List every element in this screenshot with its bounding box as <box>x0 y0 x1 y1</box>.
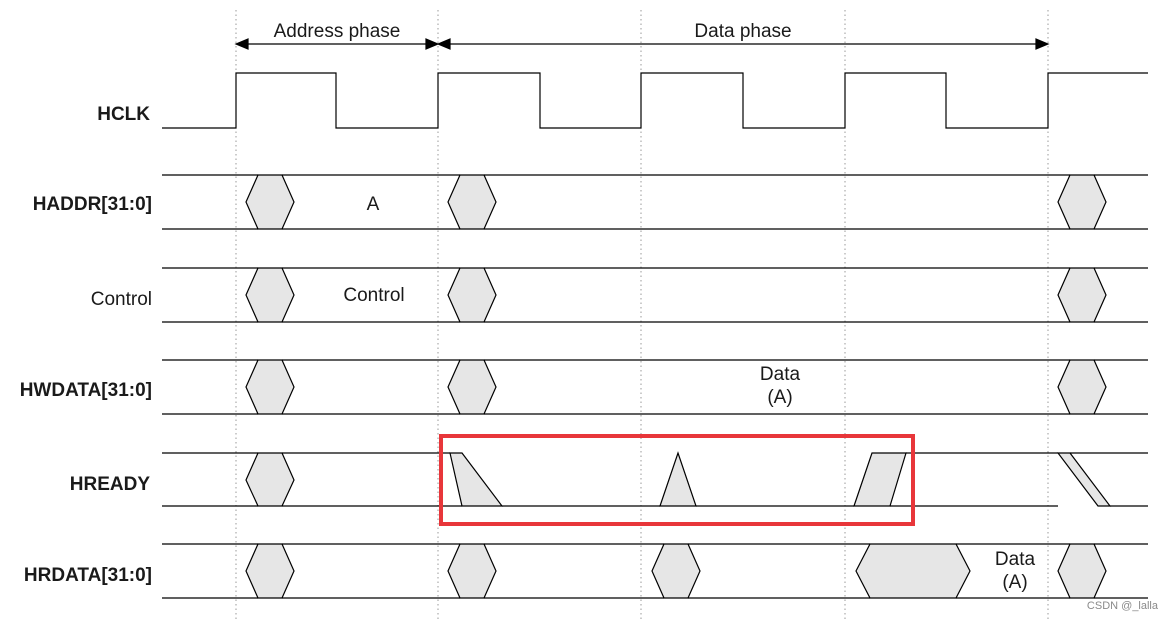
hwdata-value-line2: (A) <box>767 387 792 408</box>
bus-transition <box>447 267 497 323</box>
hready-rising-edge <box>853 452 907 507</box>
signal-label-hrdata: HRDATA[31:0] <box>24 565 152 586</box>
bus-transition <box>651 543 701 599</box>
phase-arrows <box>234 38 1050 50</box>
bus-transition <box>855 543 971 599</box>
bus-transition <box>1057 267 1107 323</box>
hready-transition <box>1056 452 1112 507</box>
bus-transition <box>245 174 295 230</box>
arrowhead-right-icon <box>425 38 440 50</box>
clock-edge-guides <box>235 10 1049 619</box>
hrdata-value-line1: Data <box>995 549 1036 570</box>
hrdata-value-line2: (A) <box>1002 572 1027 593</box>
bus-transition <box>447 174 497 230</box>
bus-transition <box>1057 359 1107 415</box>
hwdata-value-line1: Data <box>760 364 801 385</box>
signal-label-haddr: HADDR[31:0] <box>33 194 152 215</box>
hready-glitch <box>659 451 697 507</box>
bus-transition <box>245 452 295 507</box>
watermark: CSDN @_lalla <box>1087 600 1159 612</box>
hclk-waveform <box>162 72 1148 129</box>
control-value: Control <box>343 285 404 306</box>
control-waveform <box>162 267 1148 323</box>
bus-transition <box>245 359 295 415</box>
arrowhead-right-icon <box>1035 38 1050 50</box>
highlight-box <box>439 434 915 526</box>
bus-transition <box>245 543 295 599</box>
bus-transition <box>447 359 497 415</box>
hready-waveform <box>162 451 1148 507</box>
haddr-value: A <box>367 194 380 215</box>
signal-labels: HCLK HADDR[31:0] Control HWDATA[31:0] HR… <box>20 104 152 586</box>
hrdata-waveform <box>162 543 1148 599</box>
data-phase-label: Data phase <box>694 21 791 42</box>
bus-transition <box>1057 543 1107 599</box>
address-phase-label: Address phase <box>274 21 401 42</box>
bus-transition <box>1057 174 1107 230</box>
haddr-waveform <box>162 174 1148 230</box>
bus-transition <box>447 543 497 599</box>
signal-label-hready: HREADY <box>70 474 151 495</box>
signal-label-hclk: HCLK <box>97 104 150 125</box>
arrowhead-left-icon <box>234 38 249 50</box>
arrowhead-left-icon <box>436 38 451 50</box>
hready-falling-edge <box>449 452 504 507</box>
hwdata-waveform <box>162 359 1148 415</box>
signal-label-control: Control <box>91 289 152 310</box>
bus-transition <box>245 267 295 323</box>
signal-label-hwdata: HWDATA[31:0] <box>20 380 152 401</box>
